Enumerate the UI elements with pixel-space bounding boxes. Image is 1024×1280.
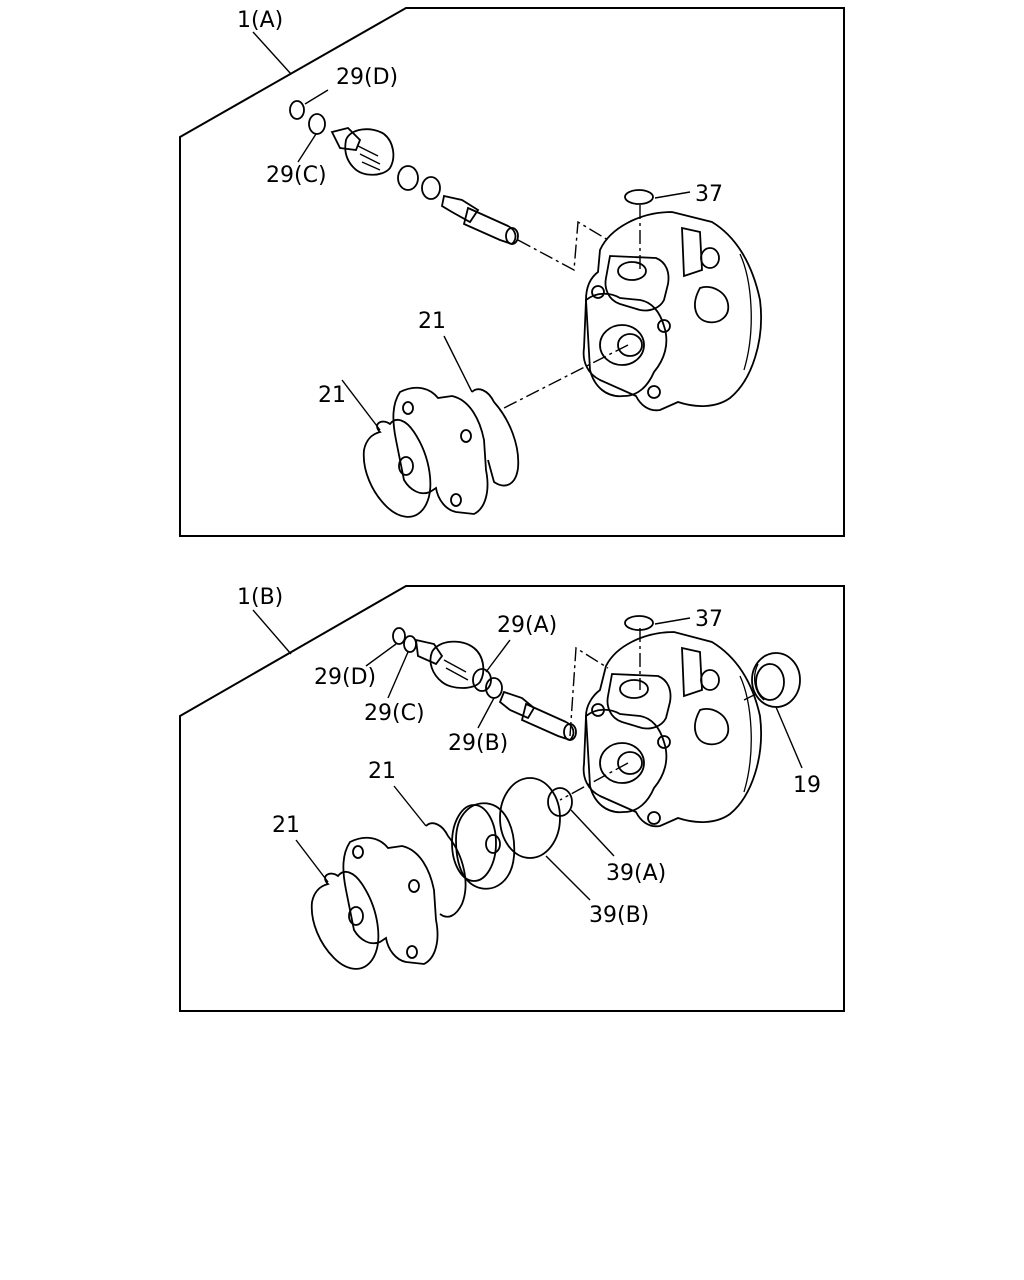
label-19: 19	[793, 773, 821, 798]
leader-39b	[545, 855, 591, 901]
pump-body	[582, 211, 762, 412]
leader-37-b	[654, 617, 691, 625]
axis-line-valve-b	[569, 646, 609, 737]
label-29c-a: 29(C)	[266, 163, 327, 188]
o-ring-29d-a	[289, 100, 305, 120]
leader-21-upper-b	[393, 785, 427, 827]
o-ring-29c-a	[308, 113, 326, 135]
panel-b-title-leader	[252, 609, 292, 655]
pump-body-b	[582, 631, 762, 828]
panel-a-frame	[179, 7, 845, 537]
label-29c-b: 29(C)	[364, 701, 425, 726]
axis-line-a	[503, 344, 629, 409]
washer-37-b	[624, 615, 654, 631]
leader-29c-a	[297, 133, 317, 163]
leader-29b-b	[477, 697, 495, 729]
gaskets-b	[310, 822, 467, 970]
label-21-lower-a: 21	[318, 383, 346, 408]
washer-37-a	[624, 189, 654, 205]
panel-a: 1(A)	[179, 7, 845, 537]
panel-a-title-leader	[252, 31, 292, 75]
label-37-a: 37	[695, 182, 723, 207]
seal-19	[751, 652, 801, 708]
label-21-upper-b: 21	[368, 759, 396, 784]
leader-39a	[570, 809, 615, 857]
label-29d-a: 29(D)	[336, 65, 398, 90]
leader-29a-b	[485, 639, 511, 673]
label-37-b: 37	[695, 607, 723, 632]
axis-line-b	[559, 762, 629, 801]
label-29d-b: 29(D)	[314, 665, 376, 690]
o-ring-29d-b	[392, 627, 406, 645]
o-ring-29c-b	[403, 635, 417, 653]
o-ring-29a-b	[472, 668, 492, 692]
leader-21-lower-a	[341, 379, 381, 431]
label-21-lower-b: 21	[272, 813, 300, 838]
leader-29d-b	[365, 643, 397, 667]
leader-19	[775, 706, 803, 769]
valve-assembly-b	[392, 627, 577, 742]
axis-line-valve-a	[517, 220, 609, 272]
leader-37-a	[654, 191, 691, 199]
label-39b: 39(B)	[589, 903, 649, 928]
axis-line-seal	[743, 693, 757, 701]
panel-b: 1(B) 19	[179, 585, 845, 1012]
o-ring-a1	[397, 165, 419, 191]
leader-29d-a	[304, 89, 329, 105]
o-ring-a2	[421, 176, 441, 200]
panel-a-title: 1(A)	[237, 8, 283, 33]
leader-21-upper-a	[443, 335, 473, 393]
label-29b-b: 29(B)	[448, 731, 508, 756]
leader-29c-b	[387, 651, 409, 699]
cam-plate	[451, 802, 516, 890]
panel-b-frame	[179, 585, 845, 1012]
label-29a-b: 29(A)	[497, 613, 557, 638]
o-ring-39b	[499, 777, 561, 859]
valve-assembly-a	[289, 100, 519, 246]
gaskets-a	[362, 386, 520, 518]
leader-21-lower-b	[295, 839, 329, 883]
label-39a: 39(A)	[606, 861, 666, 886]
label-21-upper-a: 21	[418, 309, 446, 334]
panel-b-title: 1(B)	[237, 585, 283, 610]
